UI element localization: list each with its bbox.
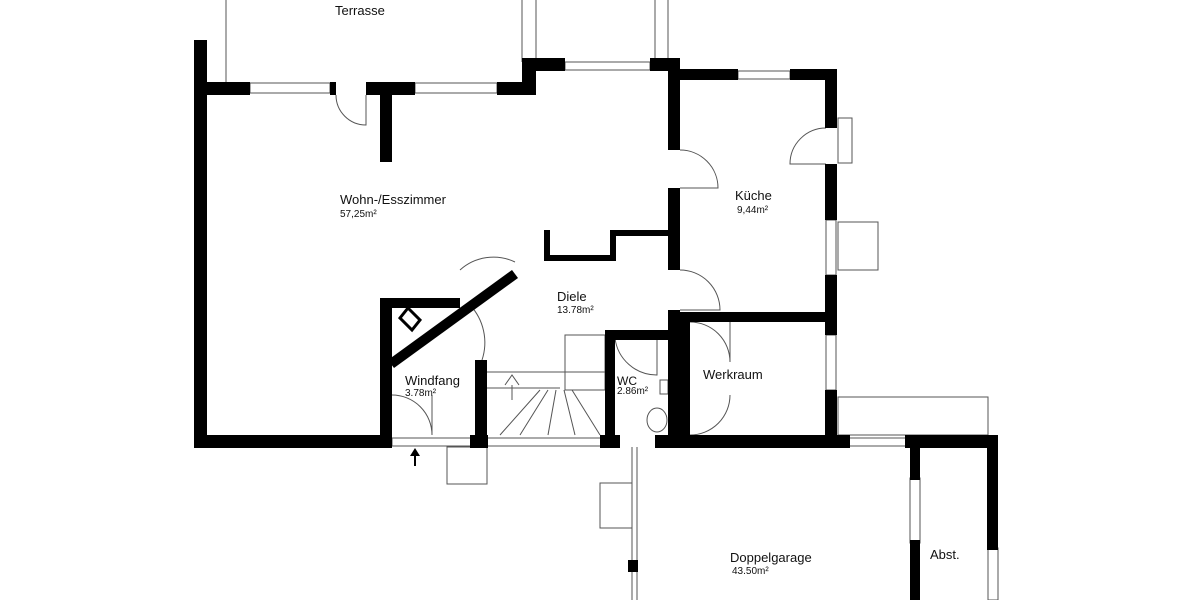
room-area-kueche: 9,44m² <box>737 205 769 216</box>
thin-lines <box>195 0 999 600</box>
room-label-diele: Diele <box>557 289 587 304</box>
room-label-wohn-esszimmer: Wohn-/Esszimmer <box>340 192 446 207</box>
room-label-abstellraum: Abst. <box>930 547 960 562</box>
room-label-doppelgarage: Doppelgarage <box>730 550 812 565</box>
room-area-doppelgarage: 43.50m² <box>732 566 769 577</box>
room-area-windfang: 3.78m² <box>405 388 437 399</box>
entrance-arrow-icon <box>410 448 420 466</box>
room-area-wc: 2.86m² <box>617 386 649 397</box>
room-label-terrasse: Terrasse <box>335 3 385 18</box>
room-area-diele: 13.78m² <box>557 305 594 316</box>
room-label-werkraum: Werkraum <box>703 367 763 382</box>
walls <box>194 40 998 600</box>
room-area-wohn-esszimmer: 57,25m² <box>340 209 377 220</box>
room-label-wc: WC <box>617 374 637 388</box>
room-label-windfang: Windfang <box>405 373 460 388</box>
room-label-kueche: Küche <box>735 188 772 203</box>
